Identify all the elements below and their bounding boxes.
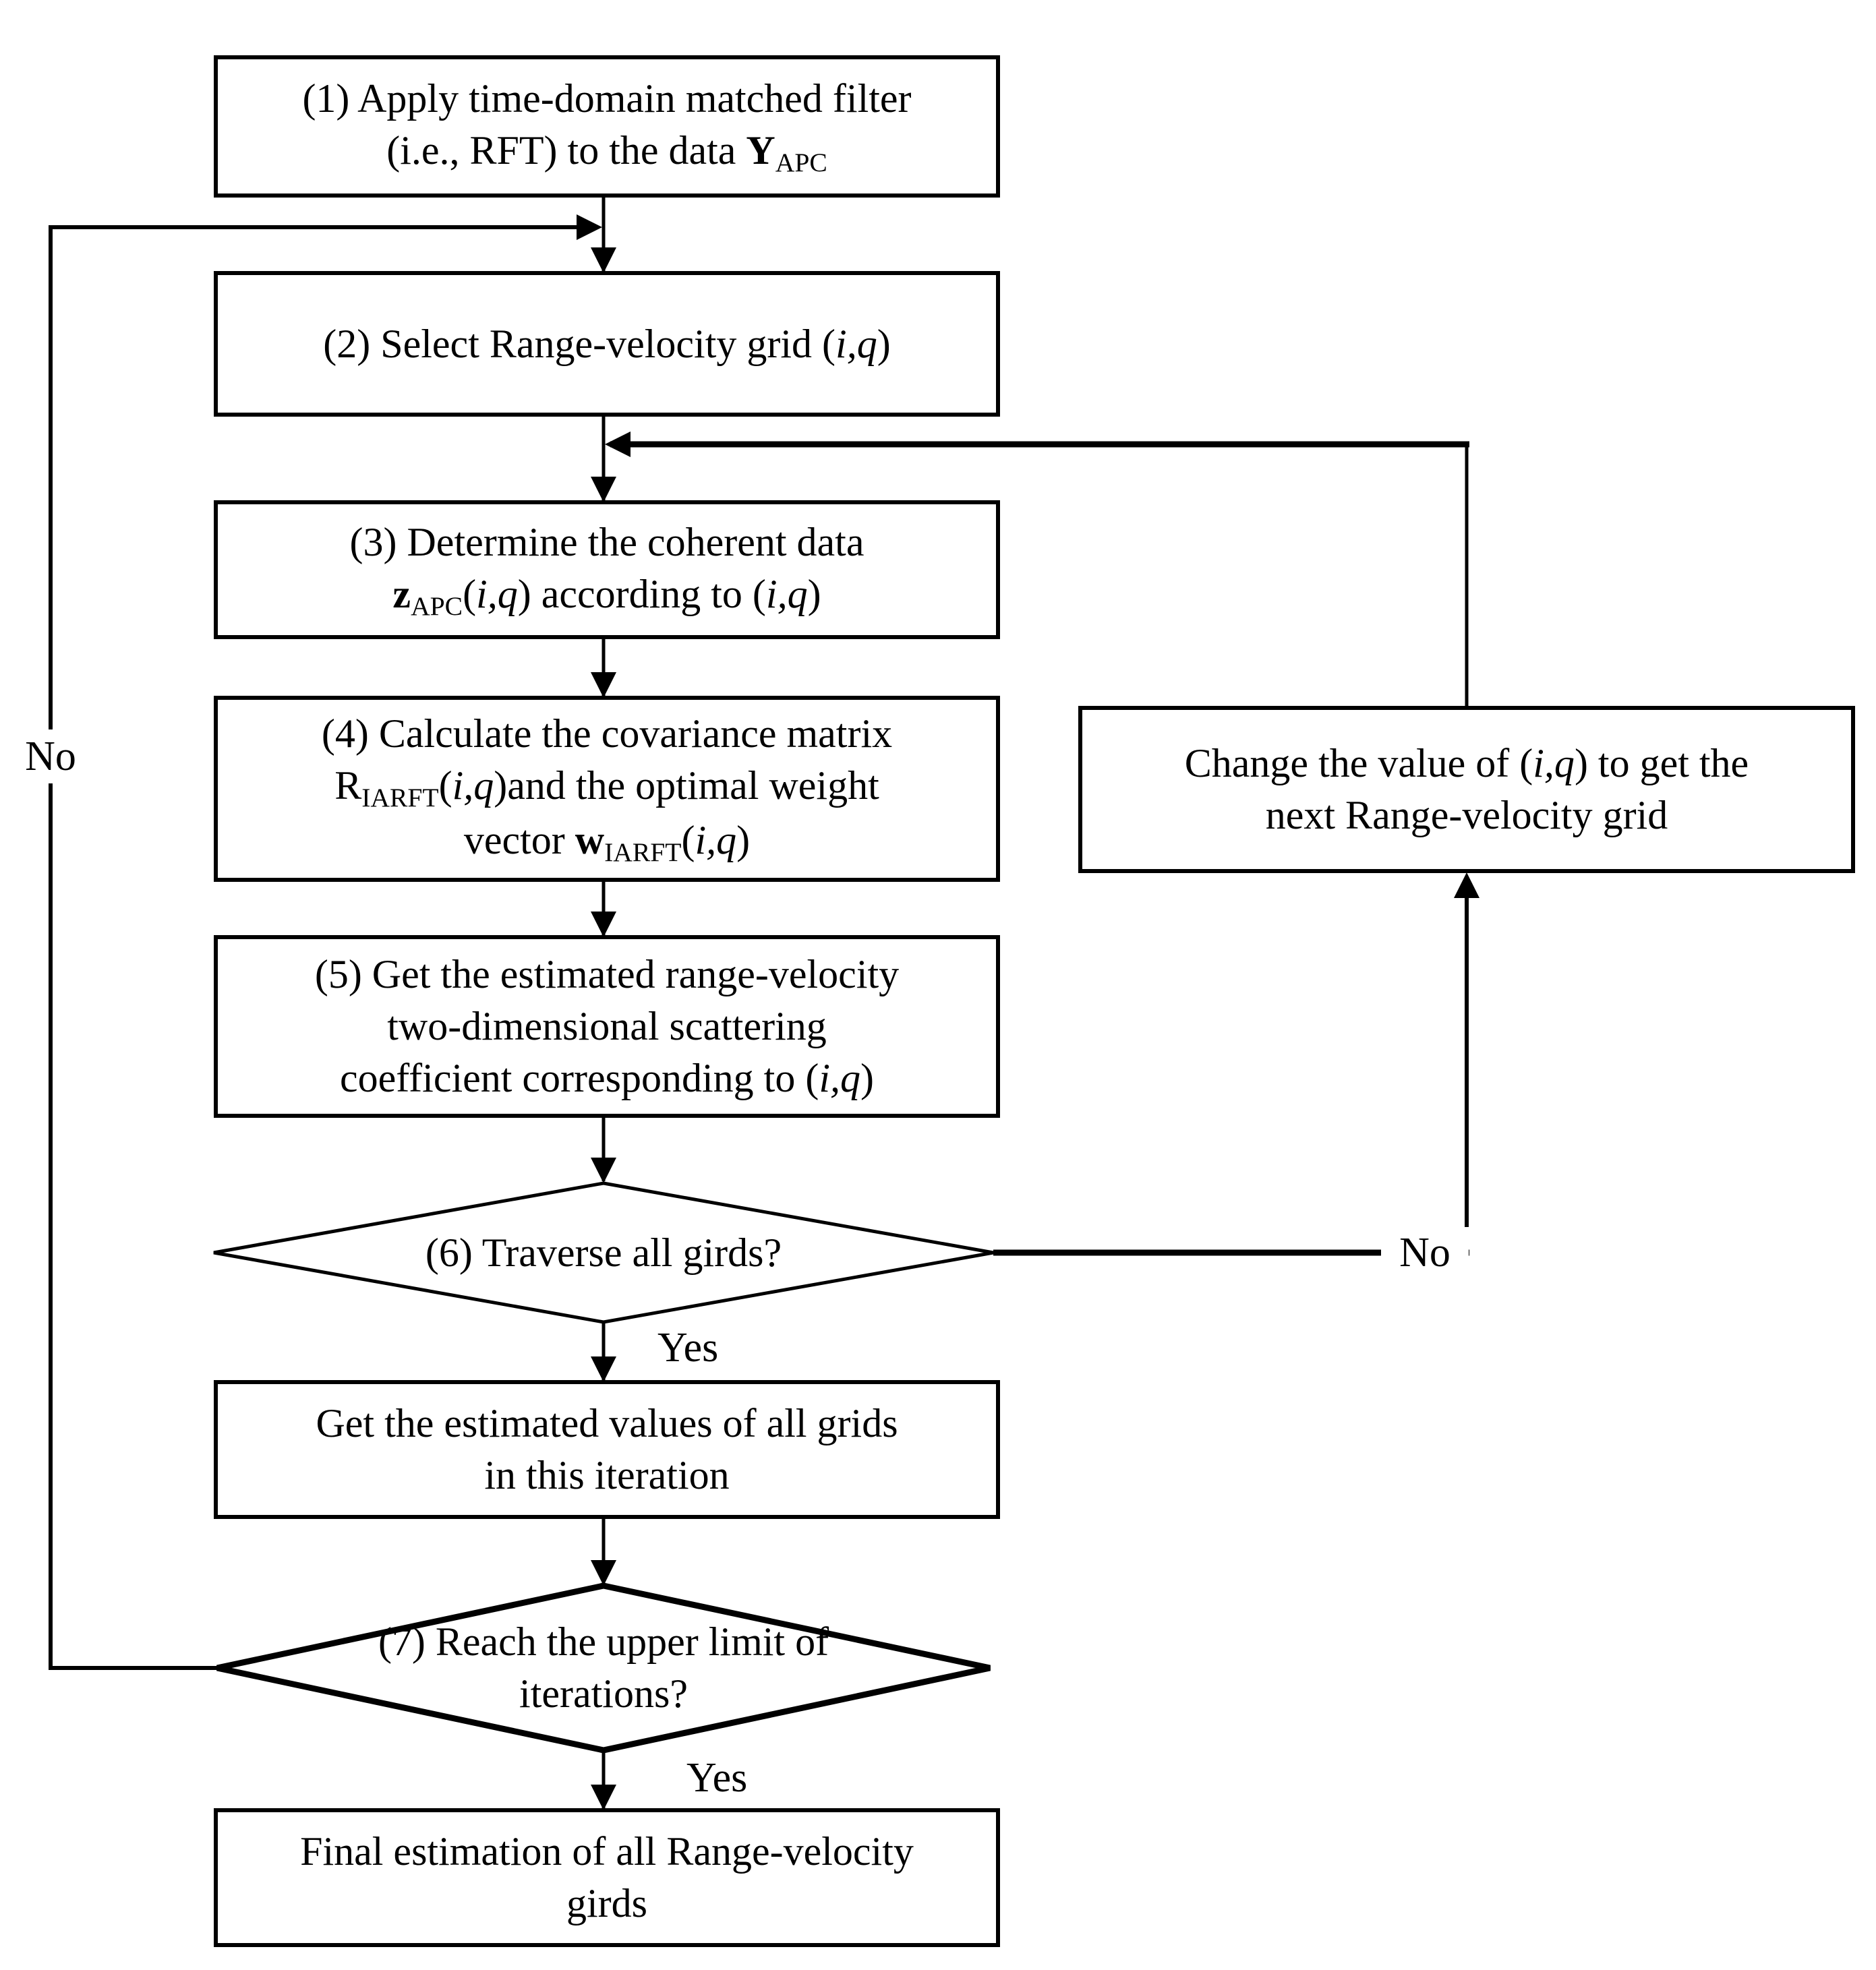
decision6-text: (6) Traverse all girds? (425, 1230, 782, 1275)
arrow-decision7-final (591, 1750, 616, 1810)
step1-text: (1) Apply time-domain matched filter(i.e… (302, 76, 912, 178)
step5-box (214, 935, 1000, 1118)
step1-box (214, 55, 1000, 198)
label-yes-decision6: Yes (657, 1325, 719, 1371)
arrow-decision6-no-change-grid (993, 872, 1479, 1256)
step4-box (214, 696, 1000, 882)
arrow-decision7-no-merge (49, 214, 602, 1670)
arrow-step5-decision6 (591, 1116, 616, 1183)
step2-box (214, 271, 1000, 417)
arrow-step3-step4 (591, 637, 616, 698)
label-no-decision6: No (1381, 1227, 1469, 1278)
collect-box (214, 1380, 1000, 1519)
arrow-step4-step5 (591, 880, 616, 937)
final-box (214, 1808, 1000, 1947)
arrow-change-grid-merge (605, 431, 1469, 708)
label-yes-decision7: Yes (686, 1755, 748, 1801)
arrow-step1-step2 (591, 196, 616, 273)
step3-box (214, 500, 1000, 639)
arrow-decision6-collect (591, 1322, 616, 1382)
label-no-decision7: No (8, 729, 93, 783)
arrow-step2-step3 (591, 415, 616, 502)
step2-text: (2) Select Range-velocity grid (i,q) (323, 321, 891, 366)
arrow-collect-decision7 (591, 1517, 616, 1586)
